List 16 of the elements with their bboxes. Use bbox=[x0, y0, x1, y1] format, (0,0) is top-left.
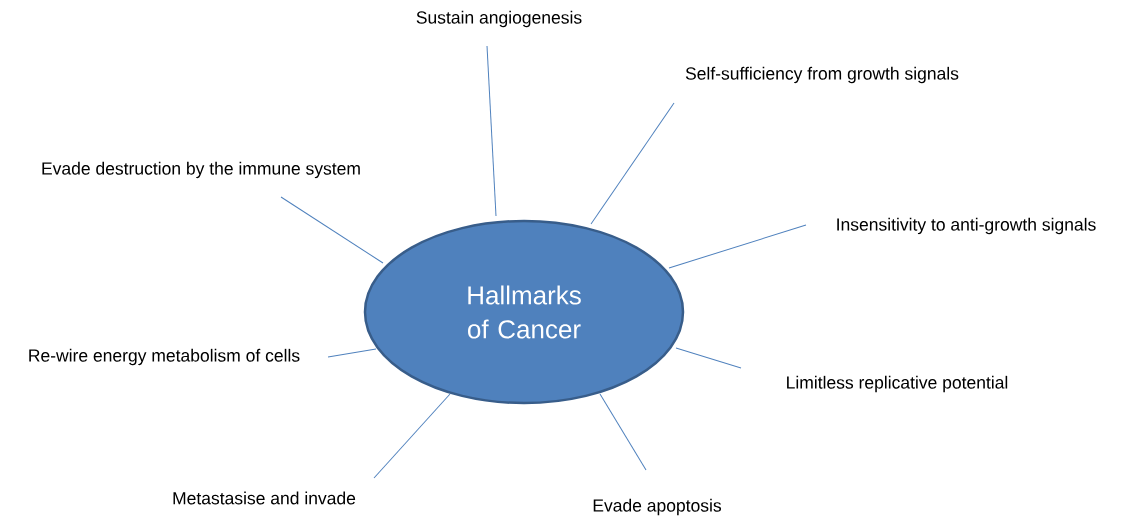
leader-line bbox=[280, 196, 384, 264]
leader-line bbox=[675, 347, 742, 369]
hallmark-label: Evade apoptosis bbox=[593, 498, 722, 516]
hallmark-label: Self-sufficiency from growth signals bbox=[685, 66, 959, 84]
hallmark-label: Sustain angiogenesis bbox=[416, 10, 582, 28]
leader-line bbox=[599, 393, 647, 471]
hallmark-label: Limitless replicative potential bbox=[787, 375, 1008, 393]
leader-line bbox=[590, 102, 675, 225]
leader-line bbox=[486, 45, 497, 217]
hallmark-label: Re-wire energy metabolism of cells bbox=[29, 348, 300, 366]
hallmark-label: Evade destruction by the immune system bbox=[42, 161, 360, 179]
leader-line bbox=[373, 393, 451, 479]
hallmark-label: Metastasise and invade bbox=[173, 491, 356, 505]
leader-line bbox=[327, 348, 377, 358]
hallmark-label: Insensitivity to anti-growth signals bbox=[837, 217, 1096, 235]
leader-line bbox=[668, 224, 807, 269]
